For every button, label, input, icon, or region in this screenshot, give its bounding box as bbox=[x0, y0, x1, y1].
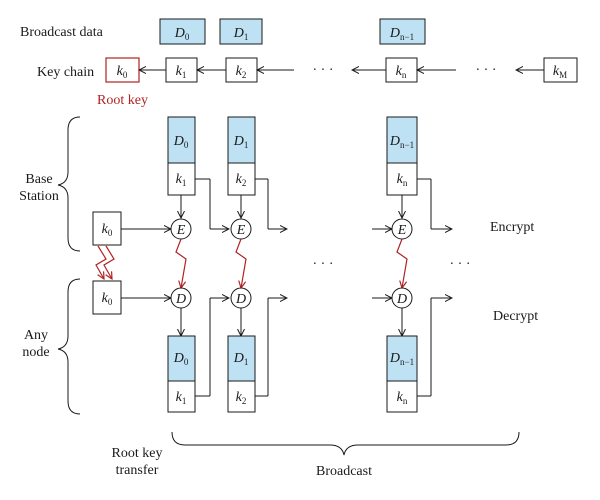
svg-text:k1: k1 bbox=[176, 172, 187, 188]
base-column-n: Dn−1 kn E bbox=[372, 116, 452, 240]
svg-text:D0: D0 bbox=[173, 351, 189, 367]
base-station-label-2: Station bbox=[19, 189, 59, 204]
svg-text:D0: D0 bbox=[173, 134, 189, 150]
key-chain-kn: kn bbox=[385, 57, 418, 83]
svg-text:k2: k2 bbox=[236, 64, 247, 80]
svg-text:D: D bbox=[175, 292, 186, 307]
svg-text:k0: k0 bbox=[117, 64, 128, 80]
svg-text:E: E bbox=[236, 223, 246, 238]
bolt-en-dn bbox=[396, 238, 408, 288]
svg-text:k2: k2 bbox=[236, 390, 247, 406]
broadcast-data-d0: D0 bbox=[159, 18, 206, 45]
middle-ellipsis-2: · · · bbox=[450, 257, 471, 272]
svg-text:k0: k0 bbox=[102, 222, 113, 238]
base-station-brace bbox=[57, 116, 81, 252]
svg-text:k1: k1 bbox=[176, 390, 187, 406]
svg-text:Dn−1: Dn−1 bbox=[389, 26, 414, 42]
svg-text:k0: k0 bbox=[102, 291, 113, 307]
bolt-e0-d0 bbox=[175, 238, 187, 288]
broadcast-data-label: Broadcast data bbox=[20, 25, 104, 40]
svg-text:Dn−1: Dn−1 bbox=[389, 134, 414, 150]
svg-text:D1: D1 bbox=[233, 351, 249, 367]
key-chain-km: kM bbox=[543, 57, 578, 83]
node-column-1: D D1 k2 bbox=[227, 287, 287, 413]
key-chain-label: Key chain bbox=[37, 65, 94, 80]
svg-text:kn: kn bbox=[396, 64, 407, 80]
svg-text:D0: D0 bbox=[174, 26, 190, 42]
root-key-transfer-bolt-1 bbox=[95, 245, 107, 279]
node-column-0: D D0 k1 bbox=[167, 287, 229, 413]
root-key-transfer-bolt-2 bbox=[103, 245, 115, 279]
base-column-0: D0 k1 E bbox=[167, 116, 229, 240]
broadcast-label: Broadcast bbox=[316, 464, 372, 479]
any-node-brace bbox=[57, 278, 81, 415]
svg-text:D1: D1 bbox=[233, 26, 249, 42]
svg-text:k1: k1 bbox=[176, 64, 187, 80]
base-root-key-k0: k0 bbox=[92, 211, 122, 246]
svg-text:k2: k2 bbox=[236, 172, 247, 188]
chain-ellipsis-1: · · · bbox=[313, 63, 334, 78]
base-column-1: D1 k2 E bbox=[227, 116, 287, 240]
svg-text:E: E bbox=[176, 223, 186, 238]
base-station-label-1: Base bbox=[25, 172, 52, 187]
root-key-transfer-label-1: Root key bbox=[112, 446, 163, 461]
broadcast-brace bbox=[171, 431, 520, 456]
middle-ellipsis-1: · · · bbox=[313, 257, 334, 272]
svg-text:Dn−1: Dn−1 bbox=[389, 351, 414, 367]
root-key-transfer-label-2: transfer bbox=[116, 463, 159, 478]
encrypt-label: Encrypt bbox=[490, 220, 534, 235]
broadcast-data-dn-1: Dn−1 bbox=[379, 18, 426, 45]
any-node-label-1: Any bbox=[24, 328, 48, 343]
key-chain-k1: k1 bbox=[165, 57, 198, 83]
chain-ellipsis-2: · · · bbox=[476, 63, 497, 78]
broadcast-data-d1: D1 bbox=[219, 18, 263, 45]
any-node-label-2: node bbox=[22, 345, 49, 360]
svg-text:D1: D1 bbox=[233, 134, 249, 150]
node-column-n: D Dn−1 kn bbox=[372, 287, 452, 413]
svg-text:D: D bbox=[235, 292, 246, 307]
key-chain-k2: k2 bbox=[225, 57, 258, 83]
svg-text:D: D bbox=[396, 292, 407, 307]
key-chain-k0-root: k0 bbox=[105, 57, 140, 83]
svg-text:E: E bbox=[397, 223, 407, 238]
root-key-label: Root key bbox=[97, 93, 148, 108]
svg-text:kM: kM bbox=[553, 64, 567, 80]
bolt-e1-d1 bbox=[235, 238, 247, 288]
svg-text:kn: kn bbox=[397, 390, 408, 406]
decrypt-label: Decrypt bbox=[493, 309, 538, 324]
node-root-key-k0: k0 bbox=[92, 280, 122, 315]
svg-text:kn: kn bbox=[397, 172, 408, 188]
